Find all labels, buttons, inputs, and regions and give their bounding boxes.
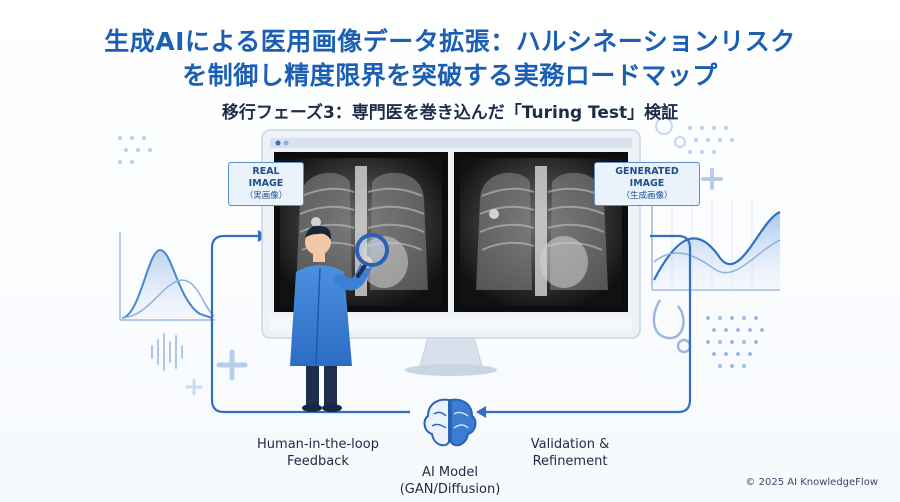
decorative-curve-chart-right: [651, 196, 781, 291]
generated-image-tag-sub: （生成画像）: [621, 191, 673, 201]
dot-pattern-bottom-right: [706, 316, 764, 368]
brain-icon: [423, 398, 477, 447]
xray-generated-image: [460, 158, 622, 306]
magnifier-icon: [355, 233, 389, 278]
arrow-head: [476, 406, 486, 418]
generated-image-tag-label: GENERATED IMAGE: [615, 166, 679, 189]
ai-model-label-line-2: (GAN/Diffusion): [399, 482, 501, 497]
ai-model-label-line-1: AI Model: [422, 465, 478, 480]
feedback-loop-arrow: [210, 234, 692, 414]
feedback-label-line-2: Feedback: [287, 454, 349, 469]
page-title-line-2: を制御し精度限界を突破する実務ロードマップ: [182, 61, 718, 90]
generated-image-tag: GENERATED IMAGE （生成画像）: [594, 162, 700, 206]
waveform-icon: [151, 333, 183, 371]
real-image-tag-label: REAL IMAGE: [248, 166, 284, 189]
feedback-label-line-1: Human-in-the-loop: [257, 437, 379, 452]
real-image-tag-sub: （実画像）: [244, 191, 288, 201]
dot-pattern-right: [688, 126, 734, 154]
subtitle: 移行フェーズ3：専門医を巻き込んだ「Turing Test」検証: [221, 103, 679, 123]
real-image-tag: REAL IMAGE （実画像）: [228, 162, 304, 206]
decorative-curve-chart-left: [119, 232, 215, 321]
page-title-line-1: 生成AIによる医用画像データ拡張：ハルシネーションリスク: [104, 27, 796, 56]
stethoscope-icon: [655, 117, 686, 148]
plus-icon: [216, 349, 248, 381]
stethoscope-icon: [652, 299, 692, 354]
validation-label-line-1: Validation &: [530, 437, 610, 452]
dot-pattern-top-left: [118, 136, 152, 164]
copyright-notice: © 2025 AI KnowledgeFlow: [745, 477, 878, 488]
doctor-figure: [290, 225, 374, 412]
validation-label: Validation & Refinement: [505, 436, 635, 470]
plus-icon: [701, 168, 723, 190]
ai-model-label: AI Model (GAN/Diffusion): [370, 464, 530, 498]
feedback-label: Human-in-the-loop Feedback: [238, 436, 398, 470]
plus-icon: [185, 378, 203, 396]
validation-label-line-2: Refinement: [532, 454, 608, 469]
